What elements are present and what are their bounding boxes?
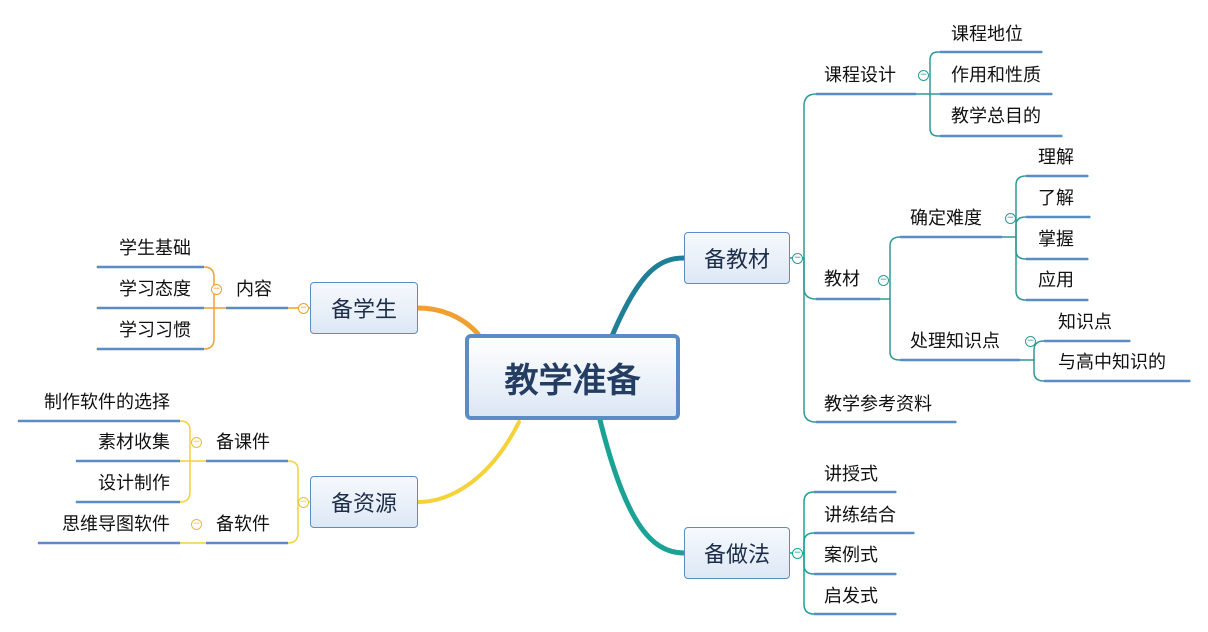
minus-circle-icon[interactable]: − [191,437,202,448]
minus-circle-icon[interactable]: − [211,284,222,295]
topic-bei-zuofa[interactable]: 备做法 [684,527,790,579]
minus-circle-icon[interactable]: − [1005,213,1016,224]
connector-zuofa [597,417,687,556]
subtopic-jiaoxue-zongmudi[interactable]: 教学总目的 [951,106,1041,127]
subtopic-jianglian[interactable]: 讲练结合 [824,505,896,526]
subtopic-yu-gaozhong[interactable]: 与高中知识的 [1058,352,1166,373]
minus-circle-icon[interactable]: − [191,519,202,530]
subtopic-anli[interactable]: 案例式 [824,545,878,566]
subtopic-jiaoxue-cankao[interactable]: 教学参考资料 [824,394,932,415]
subtopic-kecheng-diwei[interactable]: 课程地位 [951,24,1023,45]
subtopic-queding-nandu[interactable]: 确定难度 [910,208,982,229]
connector-xuesheng [415,305,481,337]
subtopic-zuoyong-xingzhi[interactable]: 作用和性质 [951,65,1041,86]
subtopic-zhangwo[interactable]: 掌握 [1038,229,1074,250]
connector-jiaocai [609,255,687,339]
subtopic-liaojie[interactable]: 了解 [1038,188,1074,209]
minus-circle-icon[interactable]: − [792,548,803,559]
subtopic-sheji-zhizuo[interactable]: 设计制作 [98,473,170,494]
subtopic-chuli-zhishidian[interactable]: 处理知识点 [910,331,1000,352]
subtopic-zhishidian[interactable]: 知识点 [1058,312,1112,333]
subtopic-xuesheng-jichu[interactable]: 学生基础 [119,238,191,259]
subtopic-jiangshou[interactable]: 讲授式 [824,464,878,485]
subtopic-xuexi-taidu[interactable]: 学习态度 [119,279,191,300]
minus-circle-icon[interactable]: − [918,70,929,81]
subtopic-sucai-shouji[interactable]: 素材收集 [98,432,170,453]
subtopic-lijie[interactable]: 理解 [1038,147,1074,168]
minus-circle-icon[interactable]: − [792,253,803,264]
central-topic[interactable]: 教学准备 [465,334,680,420]
subtopic-siwei-daotu[interactable]: 思维导图软件 [62,514,170,535]
subtopic-zhizuo-ruanjian[interactable]: 制作软件的选择 [44,392,170,413]
connector-ziyuan [416,420,521,504]
subtopic-bei-kejian[interactable]: 备课件 [216,432,270,453]
minus-circle-icon[interactable]: − [298,303,309,314]
subtopic-bei-ruanjian[interactable]: 备软件 [216,514,270,535]
minus-circle-icon[interactable]: − [1025,336,1036,347]
subtopic-yingyong[interactable]: 应用 [1038,270,1074,291]
minus-circle-icon[interactable]: − [878,275,889,286]
subtopic-qifa[interactable]: 启发式 [824,586,878,607]
minus-circle-icon[interactable]: − [298,497,309,508]
subtopic-kecheng-sheji[interactable]: 课程设计 [824,65,896,86]
subtopic-xuexi-xiguan[interactable]: 学习习惯 [119,320,191,341]
subtopic-neirong[interactable]: 内容 [236,279,272,300]
topic-bei-jiaocai[interactable]: 备教材 [684,232,790,284]
subtopic-jiaocai[interactable]: 教材 [824,269,860,290]
topic-bei-ziyuan[interactable]: 备资源 [310,476,418,528]
topic-bei-xuesheng[interactable]: 备学生 [310,282,418,334]
